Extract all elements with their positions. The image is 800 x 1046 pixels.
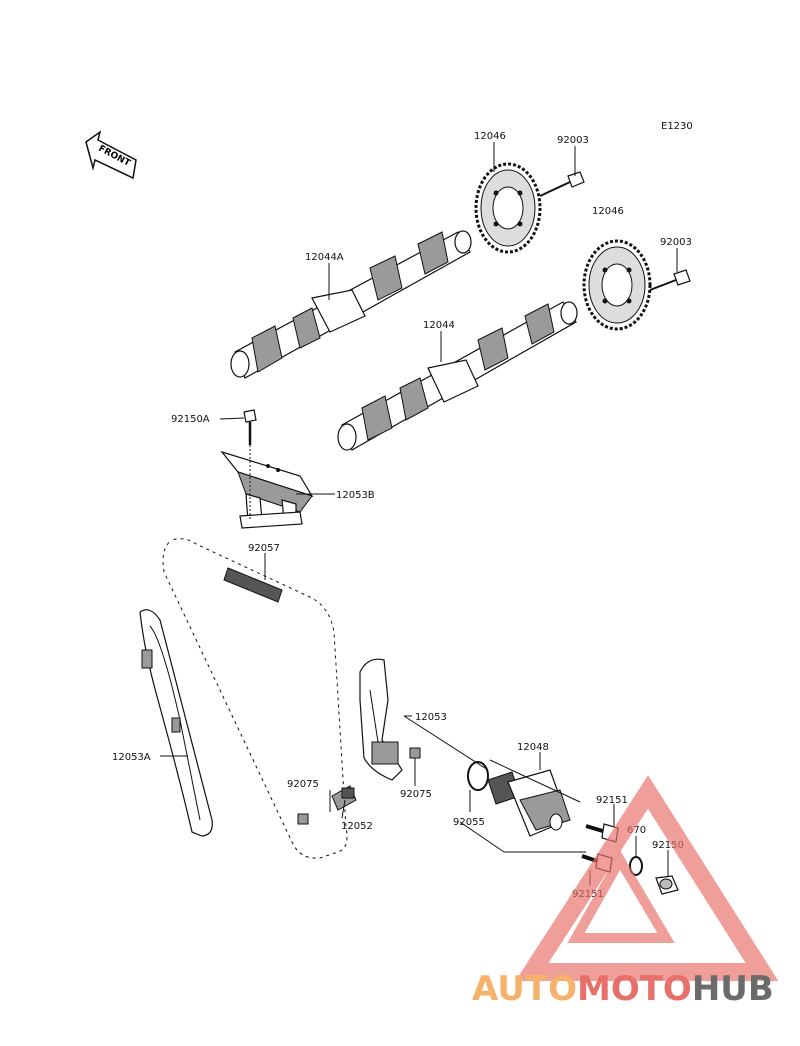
watermark-hub: HUB xyxy=(692,969,774,1009)
front-arrow-icon: FRONT xyxy=(85,130,137,180)
guide-pivot-12052 xyxy=(331,785,357,811)
leader-lines xyxy=(160,142,678,886)
watermark-triangle-icon xyxy=(515,775,779,981)
label-12053a: 12053A xyxy=(112,752,151,763)
watermark-auto: AUTO xyxy=(472,969,577,1009)
camshaft-12044a xyxy=(230,230,472,379)
chain-tensioner-12048 xyxy=(487,769,571,837)
label-92150: 92150 xyxy=(652,840,684,851)
label-12044: 12044 xyxy=(423,320,455,331)
oring-92055 xyxy=(467,761,489,791)
label-12046-right: 12046 xyxy=(592,206,624,217)
damper-right xyxy=(409,747,421,759)
label-92075-left: 92075 xyxy=(287,779,319,790)
watermark-moto: MOTO xyxy=(577,969,692,1009)
watermark-logo xyxy=(515,775,779,981)
label-12048: 12048 xyxy=(517,742,549,753)
cam-sprocket-right xyxy=(582,239,652,331)
label-12053b: 12053B xyxy=(336,490,375,501)
sprocket-bolt-right xyxy=(649,269,691,291)
sprocket-bolt-top xyxy=(539,171,585,197)
label-12044a: 12044A xyxy=(305,252,344,263)
label-92055: 92055 xyxy=(453,817,485,828)
diagram-code: E1230 xyxy=(661,121,693,132)
label-670: 670 xyxy=(627,825,646,836)
label-92151-upper: 92151 xyxy=(596,795,628,806)
label-92075-right: 92075 xyxy=(400,789,432,800)
chain-guide-12053a xyxy=(139,609,213,837)
watermark-text: AUTOMOTOHUB xyxy=(472,969,774,1009)
damper-left xyxy=(297,813,309,825)
label-12052: 12052 xyxy=(341,821,373,832)
label-92057: 92057 xyxy=(248,543,280,554)
label-92003-right: 92003 xyxy=(660,237,692,248)
label-92003-top: 92003 xyxy=(557,135,589,146)
cam-sprocket-top xyxy=(474,162,542,254)
tensioner-guide-12053 xyxy=(359,658,403,781)
camshaft-12044 xyxy=(337,301,578,451)
cam-chain-92057 xyxy=(161,537,349,860)
label-12053: 12053 xyxy=(415,712,447,723)
label-12046-top: 12046 xyxy=(474,131,506,142)
guide-bolt-92150a xyxy=(243,409,257,520)
cap-bolt-92150 xyxy=(655,875,679,895)
label-92150a: 92150A xyxy=(171,414,210,425)
chain-guide-12053b xyxy=(220,450,314,529)
